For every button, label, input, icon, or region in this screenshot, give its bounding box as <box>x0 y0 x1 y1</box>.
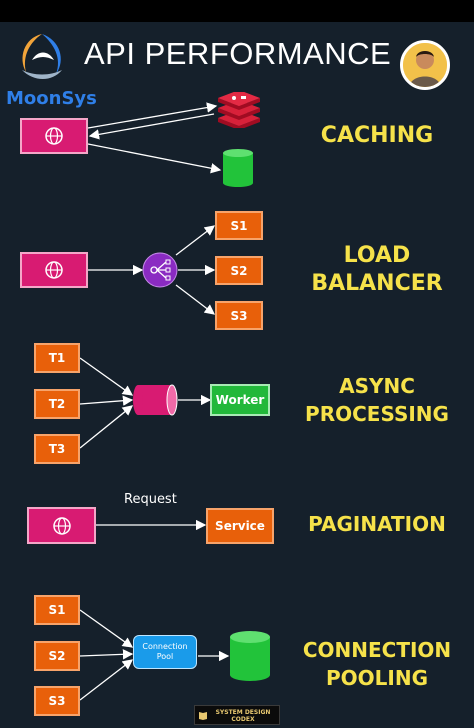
database-icon <box>230 631 270 681</box>
label-caching: CACHING <box>320 123 434 148</box>
redis-cache-icon <box>218 92 260 128</box>
moonsys-logo <box>22 34 62 79</box>
book-icon <box>199 712 207 720</box>
database-icon <box>223 149 253 187</box>
service-box: Service <box>206 508 274 544</box>
globe-icon <box>45 261 63 279</box>
page-title: API PERFORMANCE <box>84 36 392 71</box>
top-bar <box>0 0 474 22</box>
task-t1: T1 <box>34 343 80 373</box>
task-t2: T2 <box>34 389 80 419</box>
request-label: Request <box>124 492 177 507</box>
label-pagination: PAGINATION <box>308 512 446 536</box>
pool-server-s1: S1 <box>34 595 80 625</box>
brand-name: MoonSys <box>6 88 97 109</box>
globe-icon <box>45 127 63 145</box>
client-globe-caching <box>20 118 88 154</box>
load-balancer-icon <box>142 252 178 288</box>
worker-box: Worker <box>210 384 270 416</box>
label-async: ASYNC PROCESSING <box>305 374 449 426</box>
client-globe-pagination <box>27 507 96 544</box>
client-globe-lb <box>20 252 88 288</box>
lb-server-s2: S2 <box>215 256 263 285</box>
label-pooling: CONNECTION POOLING <box>302 638 452 690</box>
lb-server-s1: S1 <box>215 211 263 240</box>
label-load-balancer: LOAD BALANCER <box>311 243 443 296</box>
task-t3: T3 <box>34 434 80 464</box>
pool-server-s3: S3 <box>34 686 80 716</box>
connection-pool-box: Connection Pool <box>133 635 197 669</box>
pool-server-s2: S2 <box>34 641 80 671</box>
footer-badge: SYSTEM DESIGN CODEX <box>194 705 280 725</box>
queue-icon <box>133 384 178 416</box>
globe-icon <box>52 516 71 535</box>
avatar <box>400 40 450 90</box>
lb-server-s3: S3 <box>215 301 263 330</box>
